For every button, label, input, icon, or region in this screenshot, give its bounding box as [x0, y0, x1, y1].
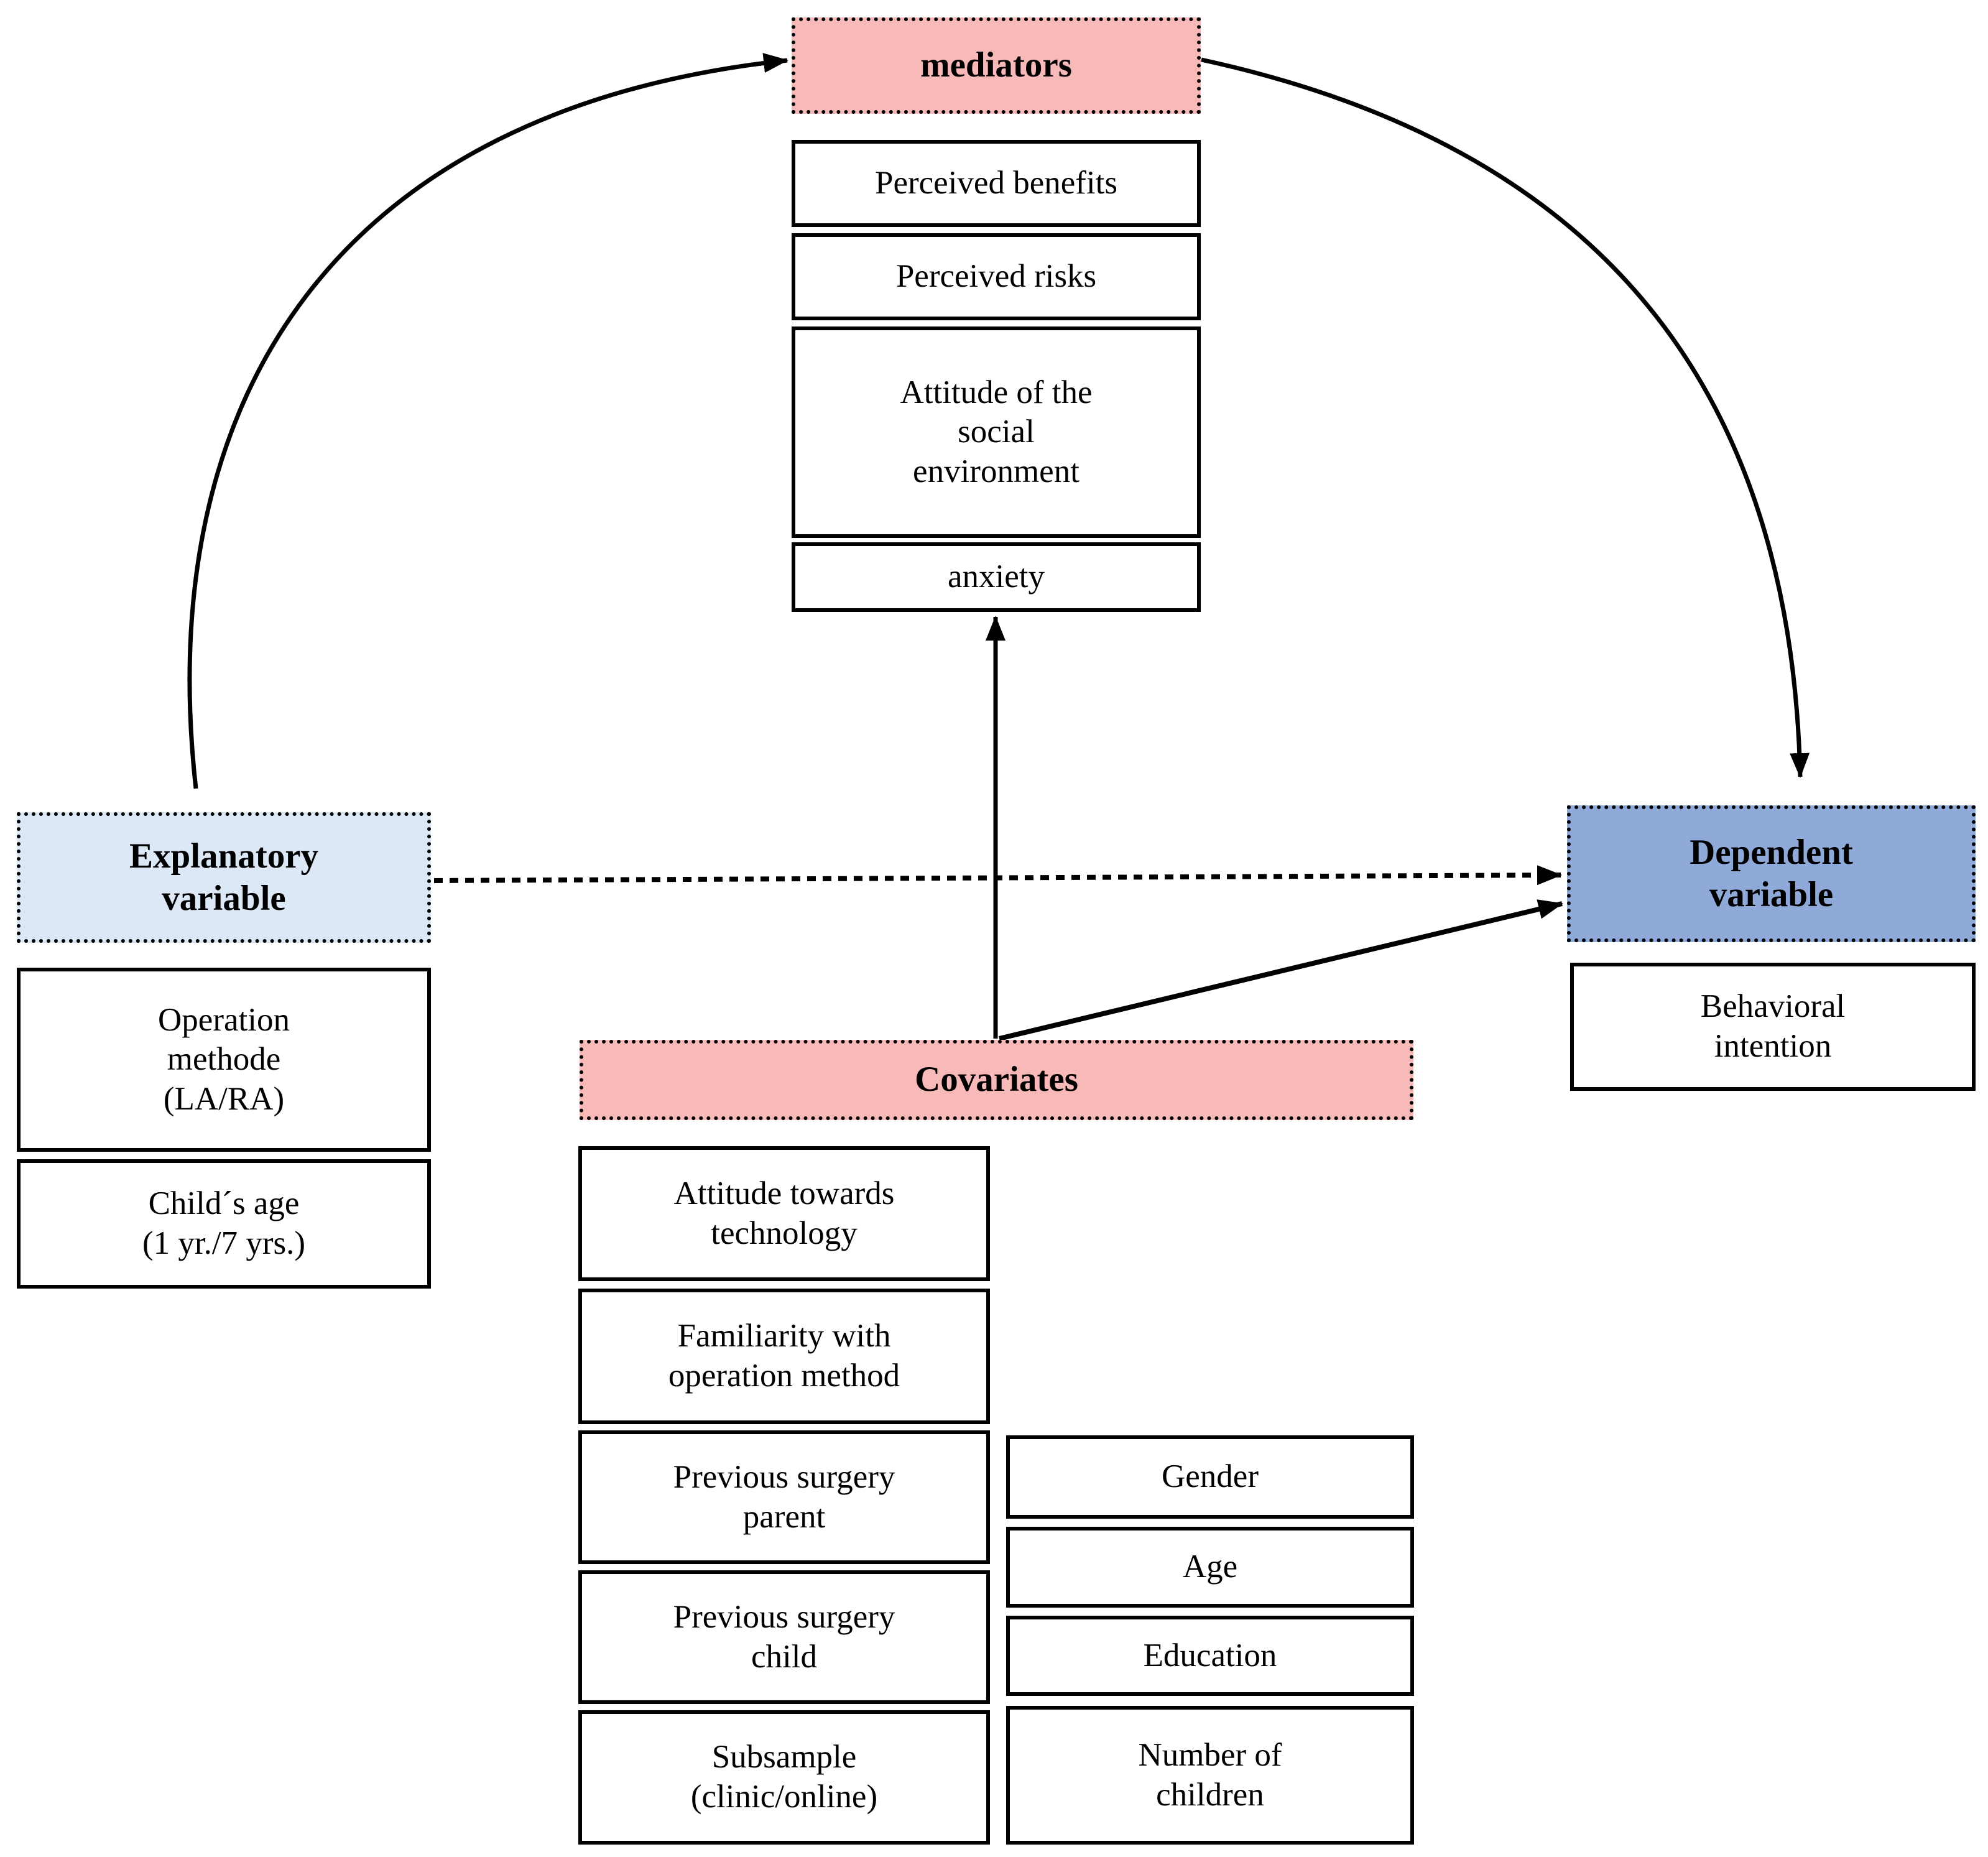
covariate-education: Education	[1006, 1616, 1414, 1696]
arrow-explanatory-to-dependent-dashed	[433, 865, 1562, 886]
arrow-covariates-to-dependent	[999, 899, 1563, 1041]
mediators-header: mediators	[792, 17, 1201, 114]
explanatory-variable-header: Explanatory variable	[17, 812, 431, 943]
mediator-anxiety: anxiety	[792, 542, 1201, 612]
explanatory-operation-method: Operation methode (LA/RA)	[17, 968, 431, 1152]
dependent-behavioral-intention: Behavioral intention	[1570, 963, 1976, 1091]
covariate-gender: Gender	[1006, 1435, 1414, 1519]
dependent-variable-header: Dependent variable	[1567, 805, 1976, 942]
mediator-attitude-social-environment: Attitude of the social environment	[792, 326, 1201, 538]
covariate-number-of-children: Number of children	[1006, 1706, 1414, 1845]
covariate-attitude-towards-technology: Attitude towards technology	[578, 1146, 990, 1281]
covariate-familiarity-with-operation-method: Familiarity with operation method	[578, 1289, 990, 1424]
mediator-perceived-benefits: Perceived benefits	[792, 140, 1201, 227]
covariate-previous-surgery-child: Previous surgery child	[578, 1570, 990, 1704]
covariate-subsample: Subsample (clinic/online)	[578, 1710, 990, 1845]
arrow-mediators-to-dependent	[1201, 57, 1810, 778]
covariate-previous-surgery-parent: Previous surgery parent	[578, 1430, 990, 1564]
covariates-header: Covariates	[580, 1040, 1413, 1120]
arrow-explanatory-to-mediators	[187, 53, 788, 789]
mediator-perceived-risks: Perceived risks	[792, 233, 1201, 320]
covariate-age: Age	[1006, 1527, 1414, 1608]
explanatory-childs-age: Child´s age (1 yr./7 yrs.)	[17, 1159, 431, 1289]
